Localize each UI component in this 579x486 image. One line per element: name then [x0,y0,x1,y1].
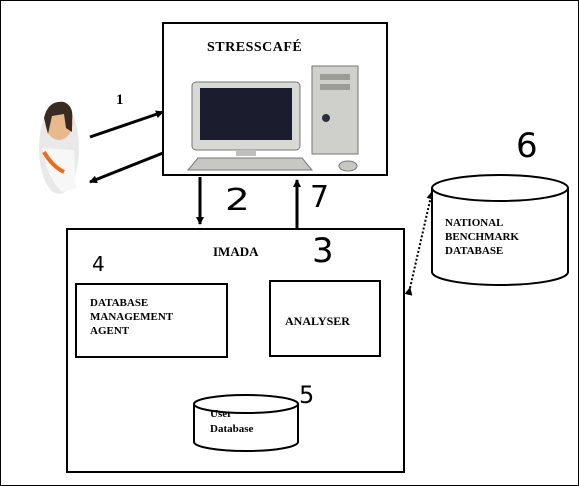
user-database-label-line2: Database [210,423,254,435]
step-5-label: 5 [299,381,315,409]
dbma-label-line1: DATABASE [90,297,149,309]
stresscafe-title: STRESSCAFÉ [207,40,303,55]
step-2-label: 2 [225,183,250,218]
step-3-label: 3 [312,231,334,271]
database-management-agent-box: DATABASE MANAGEMENT AGENT [75,283,228,358]
step-1-label: 1 [116,92,124,108]
dbma-label-line3: AGENT [90,325,130,337]
imada-title: IMADA [213,244,259,259]
analyser-box: ANALYSER [269,280,381,357]
national-db-label-line2: BENCHMARK [445,231,519,243]
national-db-label-line3: DATABASE [445,245,504,257]
step-7-label: 7 [310,180,330,215]
computer-icon [186,65,359,172]
analyser-label: ANALYSER [285,314,350,328]
stresscafe-box: STRESSCAFÉ [162,22,388,176]
step-4-label: 4 [92,252,105,276]
arrow-imada-national-db [404,191,435,296]
step-6-label: 6 [516,126,538,166]
dbma-label-line2: MANAGEMENT [90,311,174,323]
arrow-user-to-stresscafe [89,110,164,139]
arrow-stresscafe-to-user [89,151,164,184]
national-db-label-line1: NATIONAL [445,217,504,229]
user-database-label-line1: User [210,408,232,420]
